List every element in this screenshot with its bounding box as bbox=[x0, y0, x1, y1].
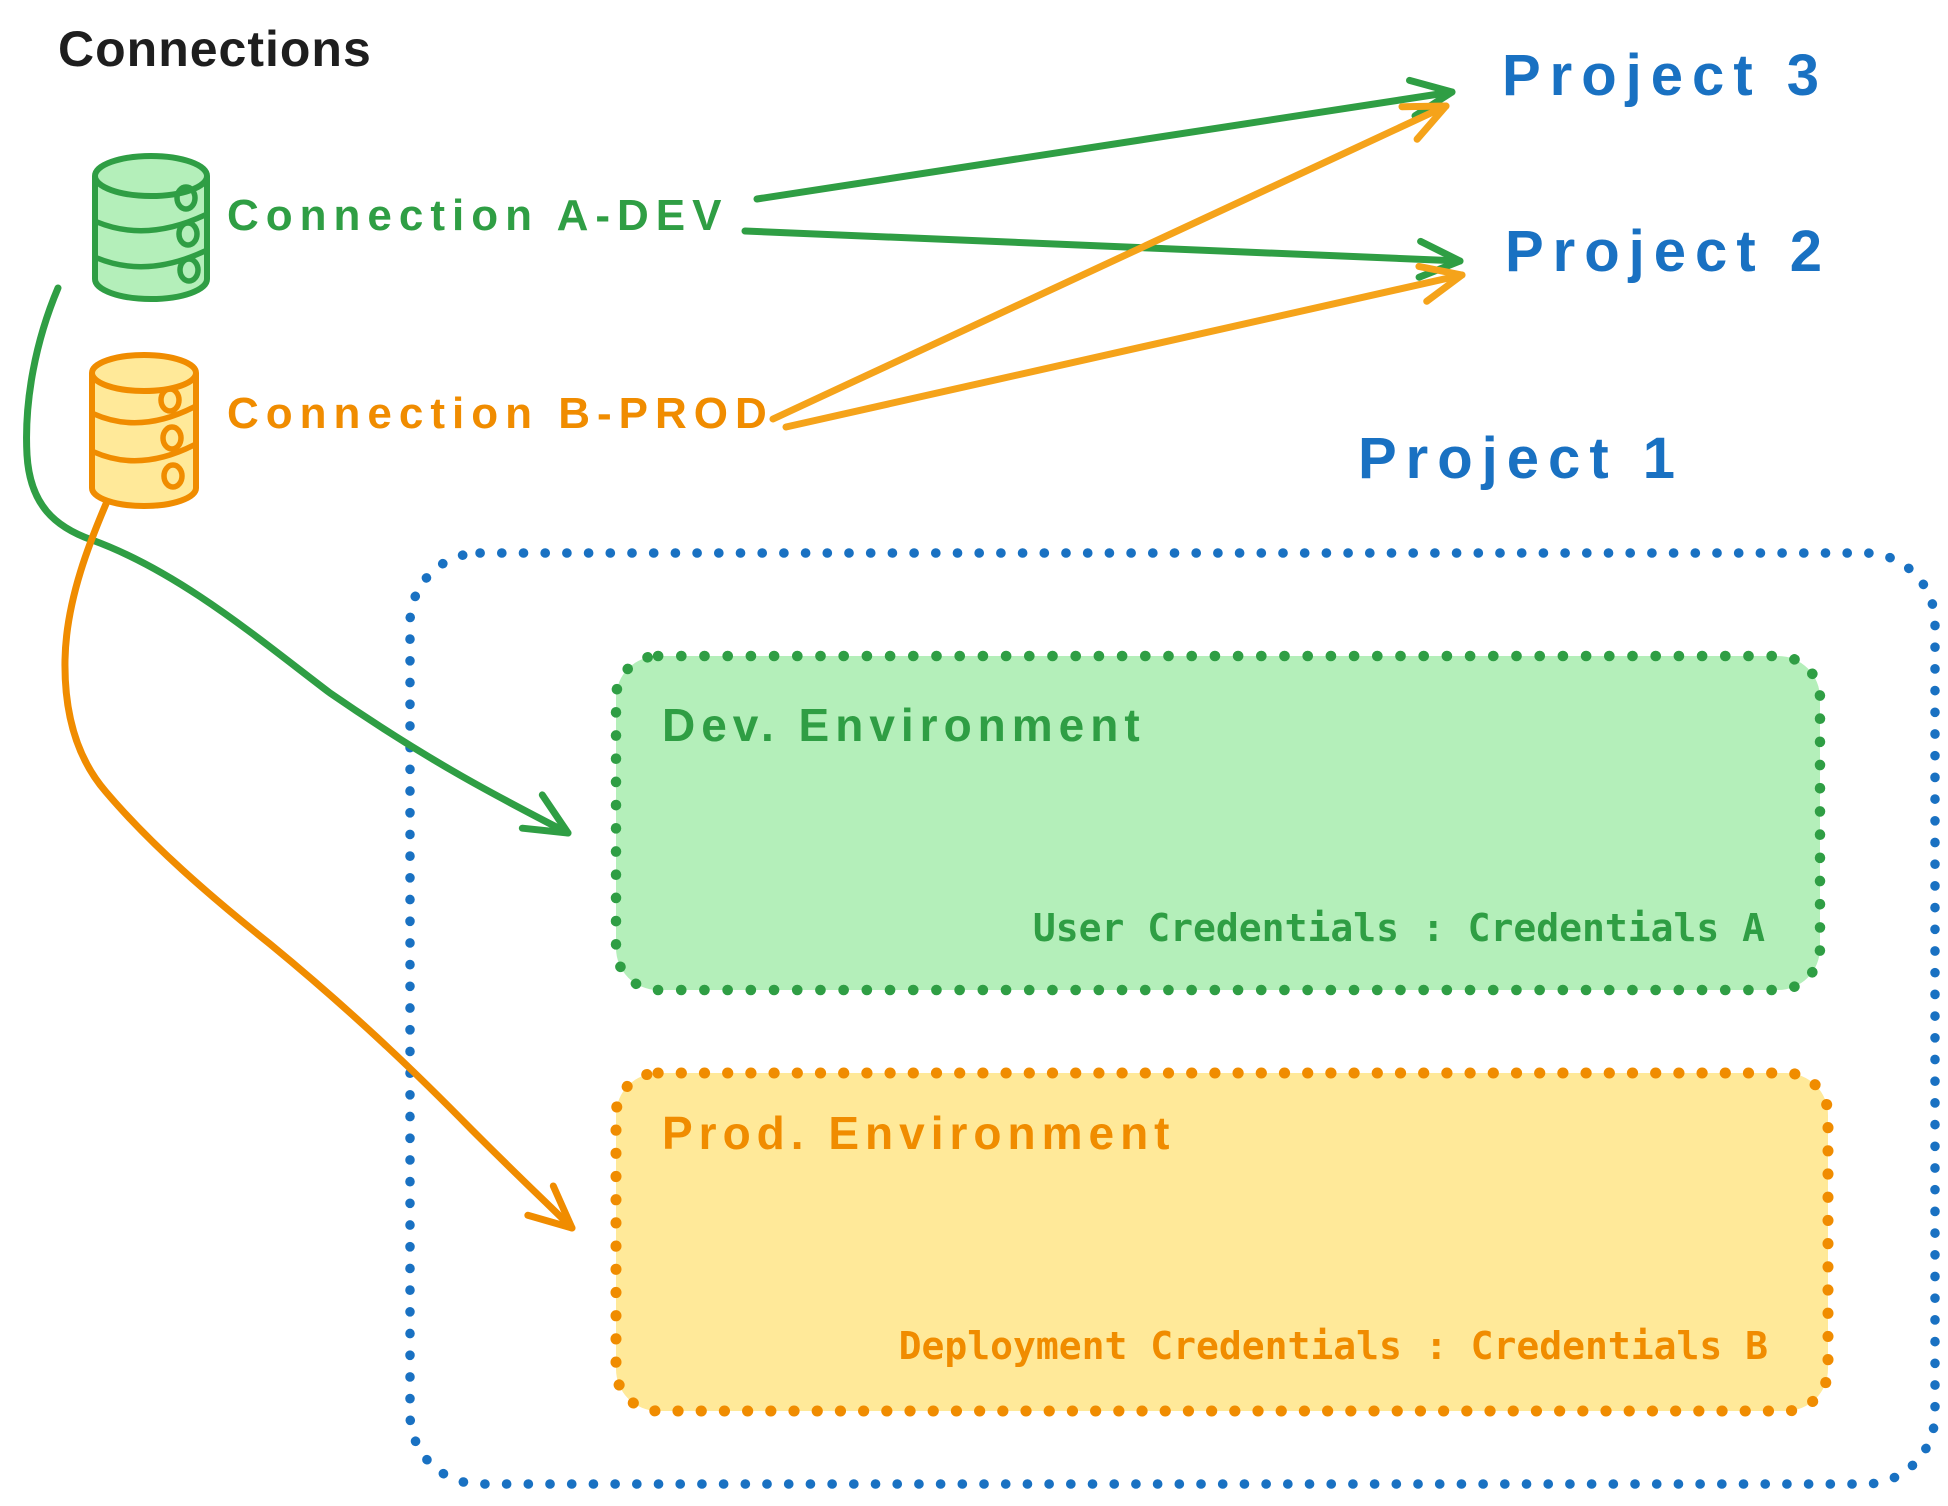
arrow-b-prod-to-prod-environment bbox=[61, 486, 576, 1232]
arrow-b-prod-to-project-3 bbox=[769, 102, 1450, 423]
database-icon-b-prod bbox=[89, 352, 199, 509]
database-icon-a-dev bbox=[92, 153, 210, 302]
project-1-box bbox=[405, 548, 1940, 1489]
dev-environment-box bbox=[610, 650, 1826, 996]
arrow-a-dev-to-dev-environment bbox=[23, 284, 572, 837]
diagram-title: Connections bbox=[58, 21, 372, 77]
prod-credentials-text: Deployment Credentials : Credentials B bbox=[898, 1324, 1768, 1368]
dev-environment-title: Dev. Environment bbox=[662, 699, 1146, 751]
project-2-label: Project 2 bbox=[1505, 219, 1831, 284]
connection-a-dev-label: Connection A-DEV bbox=[227, 191, 729, 240]
arrow-a-dev-to-project-2 bbox=[741, 227, 1464, 281]
project-1-label: Project 1 bbox=[1358, 426, 1684, 491]
dev-credentials-text: User Credentials : Credentials A bbox=[1032, 906, 1765, 950]
arrow-a-dev-to-project-3 bbox=[753, 76, 1456, 203]
prod-environment-title: Prod. Environment bbox=[662, 1107, 1176, 1159]
project-3-label: Project 3 bbox=[1502, 43, 1828, 108]
prod-environment-box bbox=[610, 1067, 1834, 1417]
arrow-b-prod-to-project-2 bbox=[782, 262, 1466, 431]
connection-b-prod-label: Connection B-PROD bbox=[227, 389, 774, 438]
